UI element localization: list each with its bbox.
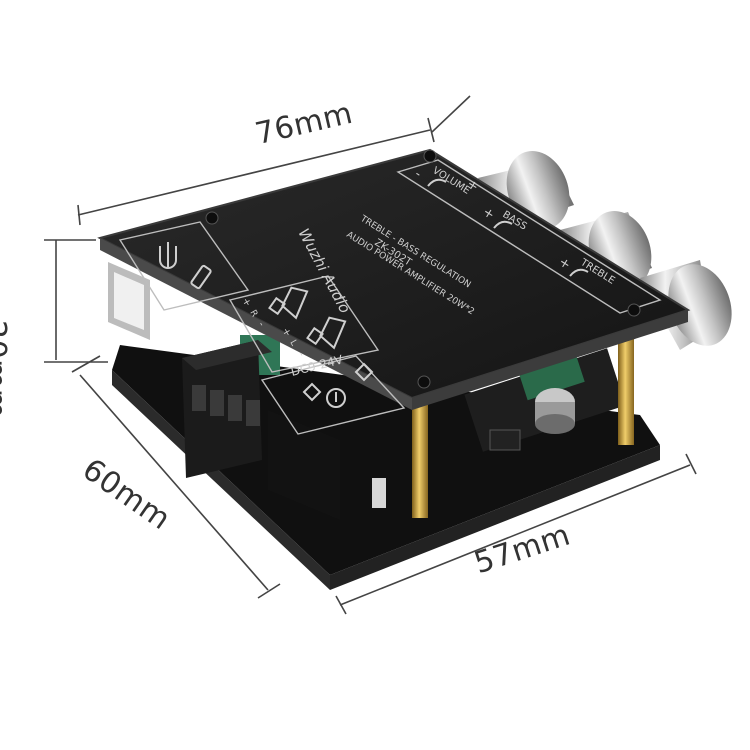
right-minus: - (255, 320, 267, 329)
usb-port (108, 262, 150, 340)
left-minus: - (295, 350, 307, 359)
top-panel: VOLUME + - BASS + TREBLE + Wuzhi Audio Z… (97, 148, 691, 435)
power-input-icon (302, 362, 374, 408)
arrow-icon (427, 178, 589, 277)
height-dimension-label: 20mm (0, 320, 12, 419)
left-channel: L (287, 339, 298, 348)
dimension-lines (44, 95, 697, 615)
aux-jack-icon (190, 264, 212, 290)
right-channel: R (247, 309, 259, 319)
usb-icon (159, 242, 177, 269)
speaker-icon (268, 286, 347, 350)
speaker-terminal-block (182, 340, 272, 478)
standoff-posts (412, 335, 634, 518)
dc-power-jack (268, 410, 386, 520)
